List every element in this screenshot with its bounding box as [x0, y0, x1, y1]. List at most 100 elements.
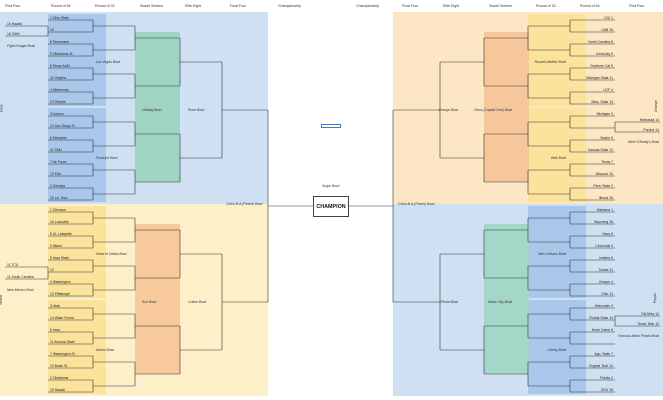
bottom_left-r64-team-12: 7 Washington St — [50, 352, 75, 356]
header-left-4: Elite Eight — [185, 4, 202, 8]
top_left-r64-team-12: 7 Air Force — [50, 160, 67, 164]
region-blue — [0, 12, 268, 204]
top_right-r64-team-0: LSU 1 — [603, 16, 613, 20]
bottom_left-e8-bowl: Cotton Bowl — [188, 300, 207, 304]
top_right-r64-team-8: Michigan 3 — [596, 112, 613, 116]
top_right-r64-team-6: UCF 4 — [603, 88, 613, 92]
top_right-r64-team-2: North Carolina 8 — [588, 40, 613, 44]
blue-r32-band-1 — [48, 14, 106, 106]
bottom_left-r64-team-3: 9 Miami — [50, 244, 62, 248]
top_right-r64-team-15: Illinois 15 — [598, 196, 613, 200]
bottom_left-r32-bowl-1: Alamo Bowl — [96, 348, 114, 352]
header-right-3: Sweet Sixteen — [489, 4, 512, 8]
top_right-r32-bowl-1: Belk Bowl — [551, 156, 566, 160]
top_right-ff-bowl: Beef O'Brady's Bowl — [628, 140, 659, 144]
purple-r32-band-2 — [528, 300, 586, 394]
bottom_left-ff-team-0: 11 TCU — [7, 263, 19, 267]
bottom_right-r64-team-1: Wyoming 16 — [594, 220, 613, 224]
header-right-4: Round of 32 — [536, 4, 556, 8]
top_left-r64-team-0: 1 Ohio State — [50, 16, 69, 20]
top_right-s16-bowl: Citrus (Capital One) Bowl — [473, 108, 512, 112]
bottom_right-ff-team-0: Old Miss 12 — [641, 312, 659, 316]
yellow-r32-band-1 — [48, 206, 106, 298]
top_right-r64-team-10: Baylor 6 — [600, 136, 613, 140]
bottom_left-r64-team-14: 2 Oklahoma — [50, 376, 69, 380]
text-cursor-box[interactable] — [321, 124, 341, 128]
bottom_right-r64-team-8: Wisconsin 3 — [594, 304, 613, 308]
bottom_left-r64-team-2: 8 UL Lafayette — [50, 232, 72, 236]
top_right-r64-team-7: Miss. State 13 — [591, 100, 613, 104]
header-left-2: Round of 32 — [95, 4, 115, 8]
bottom_left-r64-team-6: 4 Washington — [50, 280, 71, 284]
bottom_right-r64-team-12: App. State 7 — [594, 352, 613, 356]
bottom_right-r64-team-5: Tulane 11 — [598, 268, 613, 272]
header-right-6: First Four — [629, 4, 645, 8]
header-left-6: Championship — [278, 4, 301, 8]
top_left-r64-team-3: 9 Oklahoma St — [50, 52, 73, 56]
top_left-s16-bowl: Holiday Bowl — [142, 108, 162, 112]
top_left-e8-bowl: Rose Bowl — [188, 108, 205, 112]
bottom_left-r64-team-15: 15 Hawaii — [50, 388, 65, 392]
top_left-r64-team-2: 8 Tennessee — [50, 40, 70, 44]
header-right-1: Final Four — [402, 4, 419, 8]
region-label-bottom_right: Purple — [653, 292, 658, 304]
bottom_right-s16-bowl: Music City Bowl — [488, 300, 512, 304]
purple-r32-band-1 — [528, 206, 586, 298]
bottom_left-r64-team-4: 5 Iowa State — [50, 256, 69, 260]
bottom_right-r64-team-9: Florida State 14 — [589, 316, 613, 320]
region-yellow — [0, 204, 268, 396]
region-label-top_right: Orange — [654, 100, 658, 112]
champion-box[interactable]: CHAMPION — [313, 196, 349, 217]
top_left-r64-team-10: 6 Memphis — [50, 136, 67, 140]
blue-r32-band-2 — [48, 108, 106, 202]
bottom_left-r32-bowl-0: Heart of Dallas Bowl — [96, 252, 127, 256]
bottom_right-ff-team-1: Texas Tech 12 — [637, 322, 659, 326]
bottom_left-r64-team-8: 3 Utah — [50, 304, 60, 308]
bottom_left-r64-team-1: 16 Louisville — [50, 220, 69, 224]
bottom_right-ff-bowl: Famous Idaho Potato Bowl — [618, 334, 659, 338]
right-final-bowl: Chick-fil-A (Peach) Bowl — [398, 202, 435, 206]
bottom_right-r64-team-7: Ohio 13 — [601, 292, 613, 296]
top_right-r64-team-5: Michigan State 11 — [586, 76, 613, 80]
top_right-r64-team-4: Southern Cal 5 — [590, 64, 613, 68]
region-label-bottom_left: Yellow — [0, 294, 4, 306]
bottom_right-r64-team-10: Notre Dame 6 — [591, 328, 613, 332]
top_left-ff-team-1: 16 OWU — [7, 32, 20, 36]
bottom_left-r64-team-10: 6 Iowa — [50, 328, 60, 332]
purple-s16-band — [484, 224, 529, 374]
top_right-r64-team-12: Texas 7 — [601, 160, 613, 164]
yellow-r32-band-2 — [48, 300, 106, 394]
top_left-ff-bowl: Fight Hunger Bowl — [7, 44, 35, 48]
bottom_left-r64-team-11: 11 Arizona State — [50, 340, 75, 344]
top_right-r64-team-11: Kansas State 12 — [588, 148, 613, 152]
bottom_left-r64-team-0: 1 Clemson — [50, 208, 67, 212]
bottom_right-r64-team-0: Alabama 1 — [596, 208, 613, 212]
top_left-r64-team-1: 16 — [50, 28, 54, 32]
top_left-r64-team-8: 3 Auburn — [50, 112, 64, 116]
bottom_right-r64-team-13: Virginia Tech 10 — [588, 364, 613, 368]
top_left-r64-team-6: 4 Minnesota — [50, 88, 69, 92]
bottom_right-r32-bowl-1: Liberty Bowl — [547, 348, 566, 352]
top_left-r64-team-5: 12 Virginia — [50, 76, 66, 80]
orange-r32-band-2 — [528, 108, 586, 202]
bottom_right-r64-team-2: Navy 8 — [602, 232, 613, 236]
bottom_right-r64-team-3: Cincinnati 9 — [595, 244, 613, 248]
left-final-bowl: Chick-fil-A (Peach) Bowl — [226, 202, 263, 206]
champion-label: CHAMPION — [316, 203, 346, 210]
bottom_left-r64-team-9: 14 Wake Forest — [50, 316, 74, 320]
top_right-r32-bowl-0: Russell Athletic Bowl — [534, 60, 566, 64]
bottom_right-r32-bowl-0: New Orleans Bowl — [538, 252, 566, 256]
yellow-s16-band — [135, 224, 180, 374]
bottom_right-r64-team-4: Indiana 5 — [599, 256, 613, 260]
bottom_left-s16-bowl: Sun Bowl — [142, 300, 157, 304]
region-label-top_left: Blue — [0, 104, 4, 112]
top_left-r64-team-9: 14 San Diego St — [50, 124, 75, 128]
header-right-5: Round of 64 — [580, 4, 600, 8]
bottom_right-r64-team-6: Oregon 4 — [598, 280, 613, 284]
top_left-r32-bowl-0: Las Vegas Bowl — [96, 60, 121, 64]
header-right-2: Elite Eight — [443, 4, 460, 8]
bottom_right-e8-bowl: Fiesta Bowl — [440, 300, 458, 304]
orange-r32-band-1 — [528, 14, 586, 106]
